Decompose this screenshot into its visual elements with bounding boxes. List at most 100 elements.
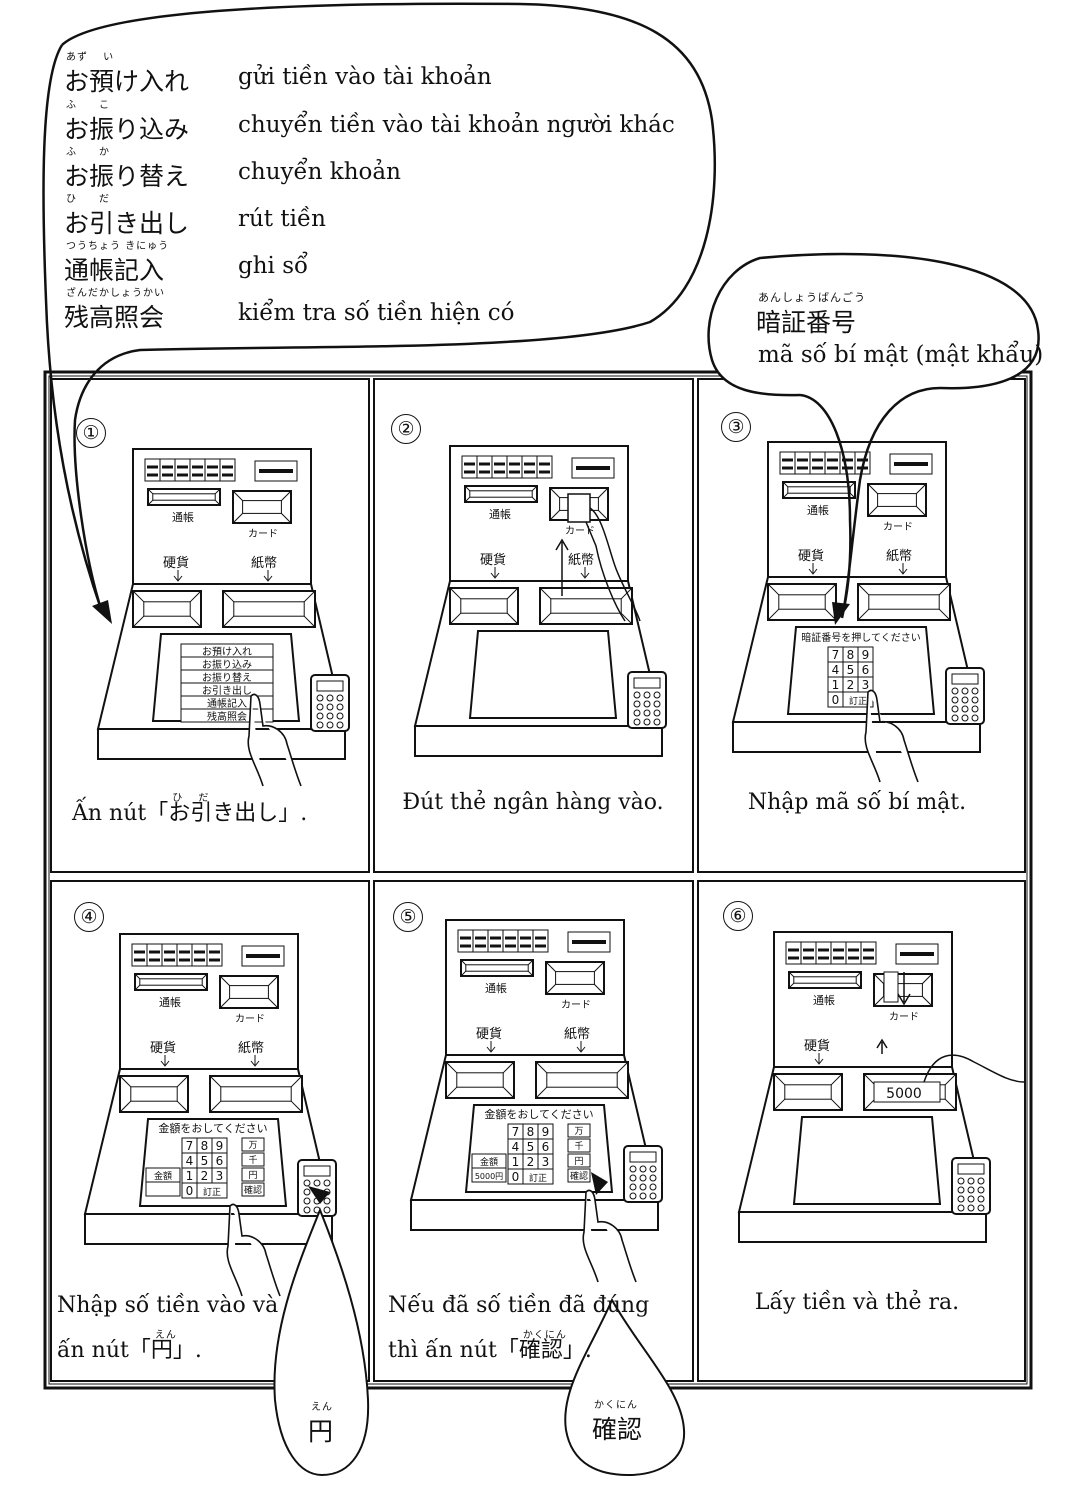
- service-button[interactable]: [204, 458, 221, 482]
- keypad-key: [639, 1192, 647, 1200]
- service-button[interactable]: [809, 451, 826, 475]
- vocab-term: 残高照会: [64, 303, 165, 332]
- step-caption: Nếu đã số tiền đã đúng: [388, 1293, 650, 1318]
- down-arrow-icon: [576, 1041, 586, 1053]
- service-button[interactable]: [532, 929, 549, 953]
- keypad-key: [303, 1206, 311, 1214]
- unit-key[interactable]: [241, 1167, 265, 1182]
- number-key-label: 5: [527, 1140, 535, 1154]
- unit-key[interactable]: [567, 1168, 591, 1183]
- unit-key[interactable]: [241, 1182, 265, 1197]
- number-key-label: 4: [186, 1154, 194, 1168]
- card-slot: [545, 961, 605, 995]
- service-button[interactable]: [487, 929, 504, 953]
- number-key-label: 6: [542, 1140, 550, 1154]
- pin-keypad[interactable]: [951, 1157, 991, 1215]
- passbook-slot: [782, 481, 856, 499]
- number-key-label: 9: [862, 648, 870, 662]
- pin-keypad[interactable]: [623, 1145, 663, 1203]
- caption-ruby: えん: [154, 1330, 177, 1341]
- service-button[interactable]: [174, 458, 191, 482]
- service-button[interactable]: [536, 455, 553, 479]
- step-caption: Nhập số tiền vào và: [57, 1293, 279, 1318]
- service-button[interactable]: [144, 458, 161, 482]
- unit-key[interactable]: [241, 1137, 265, 1152]
- service-button[interactable]: [461, 455, 478, 479]
- unit-key[interactable]: [241, 1152, 265, 1167]
- number-key-label: 8: [201, 1139, 209, 1153]
- service-button[interactable]: [476, 455, 493, 479]
- service-button[interactable]: [815, 941, 832, 965]
- service-buttons: [461, 455, 553, 479]
- hand: [585, 521, 626, 622]
- service-button[interactable]: [472, 929, 489, 953]
- keypad-key: [971, 687, 979, 695]
- number-key-label: 0: [832, 693, 840, 707]
- number-key[interactable]: [522, 1168, 554, 1185]
- service-button[interactable]: [191, 943, 208, 967]
- pin-keypad[interactable]: [945, 667, 985, 725]
- bill-tray: [539, 587, 633, 625]
- keypad-key: [336, 694, 344, 702]
- pin-keypad[interactable]: [297, 1159, 337, 1217]
- down-arrow-icon: [814, 1053, 824, 1065]
- service-button[interactable]: [219, 458, 236, 482]
- service-button[interactable]: [189, 458, 206, 482]
- service-button[interactable]: [146, 943, 163, 967]
- keypad-key: [639, 1183, 647, 1191]
- number-key-label: 7: [186, 1139, 194, 1153]
- vocab-speech-bubble: [42, 2, 717, 613]
- keypad-key: [633, 691, 641, 699]
- vocab-term: お預け入れ: [64, 67, 190, 96]
- number-key-label: 6: [216, 1154, 224, 1168]
- card-label: カード: [235, 1013, 265, 1025]
- keypad-key: [303, 1197, 311, 1205]
- keypad-key: [336, 712, 344, 720]
- number-key[interactable]: [196, 1182, 228, 1199]
- service-button[interactable]: [517, 929, 534, 953]
- step-number: ③: [721, 412, 751, 442]
- service-button[interactable]: [824, 451, 841, 475]
- service-button[interactable]: [845, 941, 862, 965]
- service-button[interactable]: [785, 941, 802, 965]
- service-button[interactable]: [457, 929, 474, 953]
- service-button[interactable]: [779, 451, 796, 475]
- keypad-key: [977, 1195, 985, 1203]
- service-button[interactable]: [206, 943, 223, 967]
- kakunin-callout-label: 確認: [592, 1415, 643, 1444]
- service-button[interactable]: [794, 451, 811, 475]
- service-button[interactable]: [800, 941, 817, 965]
- service-button[interactable]: [502, 929, 519, 953]
- service-button[interactable]: [176, 943, 193, 967]
- service-button[interactable]: [159, 458, 176, 482]
- service-button[interactable]: [506, 455, 523, 479]
- unit-key[interactable]: [567, 1153, 591, 1168]
- service-button[interactable]: [521, 455, 538, 479]
- pin-keypad[interactable]: [310, 674, 350, 732]
- amount-prompt: 金額をおしてください: [158, 1121, 267, 1135]
- service-button[interactable]: [131, 943, 148, 967]
- service-button[interactable]: [491, 455, 508, 479]
- step-caption: Lấy tiền và thẻ ra.: [754, 1290, 960, 1315]
- step-number: ①: [76, 418, 106, 448]
- amount-label: 金額: [480, 1156, 498, 1168]
- coin-tray: [119, 1075, 189, 1113]
- step-number: ④: [74, 902, 104, 932]
- down-arrow-icon: [490, 567, 500, 579]
- unit-key[interactable]: [567, 1138, 591, 1153]
- service-button[interactable]: [161, 943, 178, 967]
- unit-key[interactable]: [567, 1123, 591, 1138]
- atm-base: [97, 728, 346, 760]
- number-key-label: 9: [542, 1125, 550, 1139]
- service-button[interactable]: [860, 941, 877, 965]
- keypad-key: [649, 1174, 657, 1182]
- atm-base: [84, 1213, 333, 1245]
- pin-keypad[interactable]: [627, 671, 667, 729]
- service-button[interactable]: [830, 941, 847, 965]
- step-caption: ấn nút「えん円」.: [57, 1330, 202, 1364]
- hand: [589, 507, 641, 622]
- menu-option-label: お預け入れ: [202, 646, 252, 658]
